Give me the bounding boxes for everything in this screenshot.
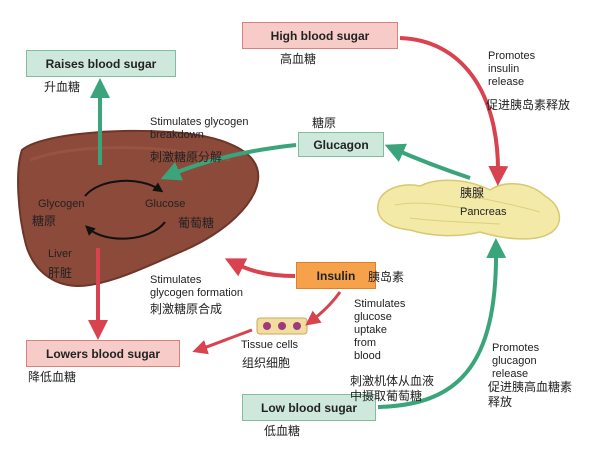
glycogen-to-glucose-arrow (84, 179, 164, 197)
zh-pancreas: 胰腺 (460, 186, 485, 200)
zh-lowers-blood-sugar: 降低血糖 (28, 370, 77, 384)
raises-blood-sugar-label: Raises blood sugar (45, 56, 157, 71)
tissue-cell (293, 322, 301, 330)
insulin-box: Insulin (296, 262, 376, 289)
tissue-cells-text: Tissue cells (241, 339, 299, 351)
promotes-glucagon-release-text: Promotes glucagon release (492, 342, 540, 380)
glycogen-text: Glycogen (38, 198, 85, 210)
tissue-cell (263, 322, 271, 330)
lowers-blood-sugar-label: Lowers blood sugar (45, 346, 160, 361)
zh-promotes-glucagon-release: 促进胰高血糖素 释放 (488, 380, 573, 409)
insulin-to-tissue-arrow (305, 291, 342, 326)
glucagon-to-liver-arrow (160, 143, 297, 181)
zh-tissue-cells: 组织细胞 (242, 356, 291, 370)
high-blood-sugar-box: High blood sugar (242, 22, 398, 49)
zh-promotes-insulin-release: 促进胰岛素释放 (486, 98, 571, 112)
low-blood-sugar-box: Low blood sugar (242, 394, 376, 421)
pancreas-shape (377, 179, 561, 240)
stimulates-glycogen-formation-text: Stimulates glycogen formation (150, 274, 243, 299)
zh-insulin: 胰岛素 (368, 270, 405, 284)
high-to-pancreas-arrow (399, 36, 509, 186)
zh-stimulates-glucose-uptake: 刺激机体从血液 中摄取葡萄糖 (350, 374, 435, 403)
zh-glycogen: 糖原 (32, 214, 57, 228)
insulin-to-liver-arrow (224, 258, 296, 278)
zh-raises-blood-sugar: 升血糖 (44, 80, 81, 94)
zh-stimulates-glycogen-breakdown: 刺激糖原分解 (150, 150, 223, 164)
pancreas-to-glucagon-arrow (384, 143, 471, 180)
low-blood-sugar-label: Low blood sugar (261, 400, 357, 415)
zh-high-blood-sugar: 高血糖 (280, 52, 317, 66)
glucagon-label: Glucagon (313, 137, 369, 152)
stimulates-glucose-uptake-text: Stimulates glucose uptake from blood (354, 298, 406, 362)
pancreas-text: Pancreas (460, 206, 507, 218)
low-to-pancreas-arrow (377, 238, 507, 409)
glucagon-box: Glucagon (298, 132, 384, 157)
tissue-cell (278, 322, 286, 330)
zh-low-blood-sugar: 低血糖 (264, 424, 301, 438)
tissue-to-lowers-arrow (192, 328, 253, 355)
lowers-blood-sugar-box: Lowers blood sugar (26, 340, 180, 367)
zh-glucose: 葡萄糖 (178, 216, 215, 230)
zh-stimulates-glycogen-formation: 刺激糖原合成 (150, 302, 223, 316)
glucose-text: Glucose (145, 198, 186, 210)
raises-blood-sugar-box: Raises blood sugar (26, 50, 176, 77)
liver-text: Liver (48, 248, 72, 260)
high-blood-sugar-label: High blood sugar (270, 28, 370, 43)
liver-shape (17, 129, 260, 287)
insulin-label: Insulin (316, 268, 356, 283)
promotes-insulin-release-text: Promotes insulin release (488, 50, 536, 88)
stimulates-glycogen-breakdown-text: Stimulates glycogen breakdown (150, 116, 249, 141)
glucose-to-glycogen-arrow (85, 221, 166, 240)
zh-glucagon: 糖原 (312, 116, 337, 130)
zh-liver: 肝脏 (48, 266, 73, 280)
